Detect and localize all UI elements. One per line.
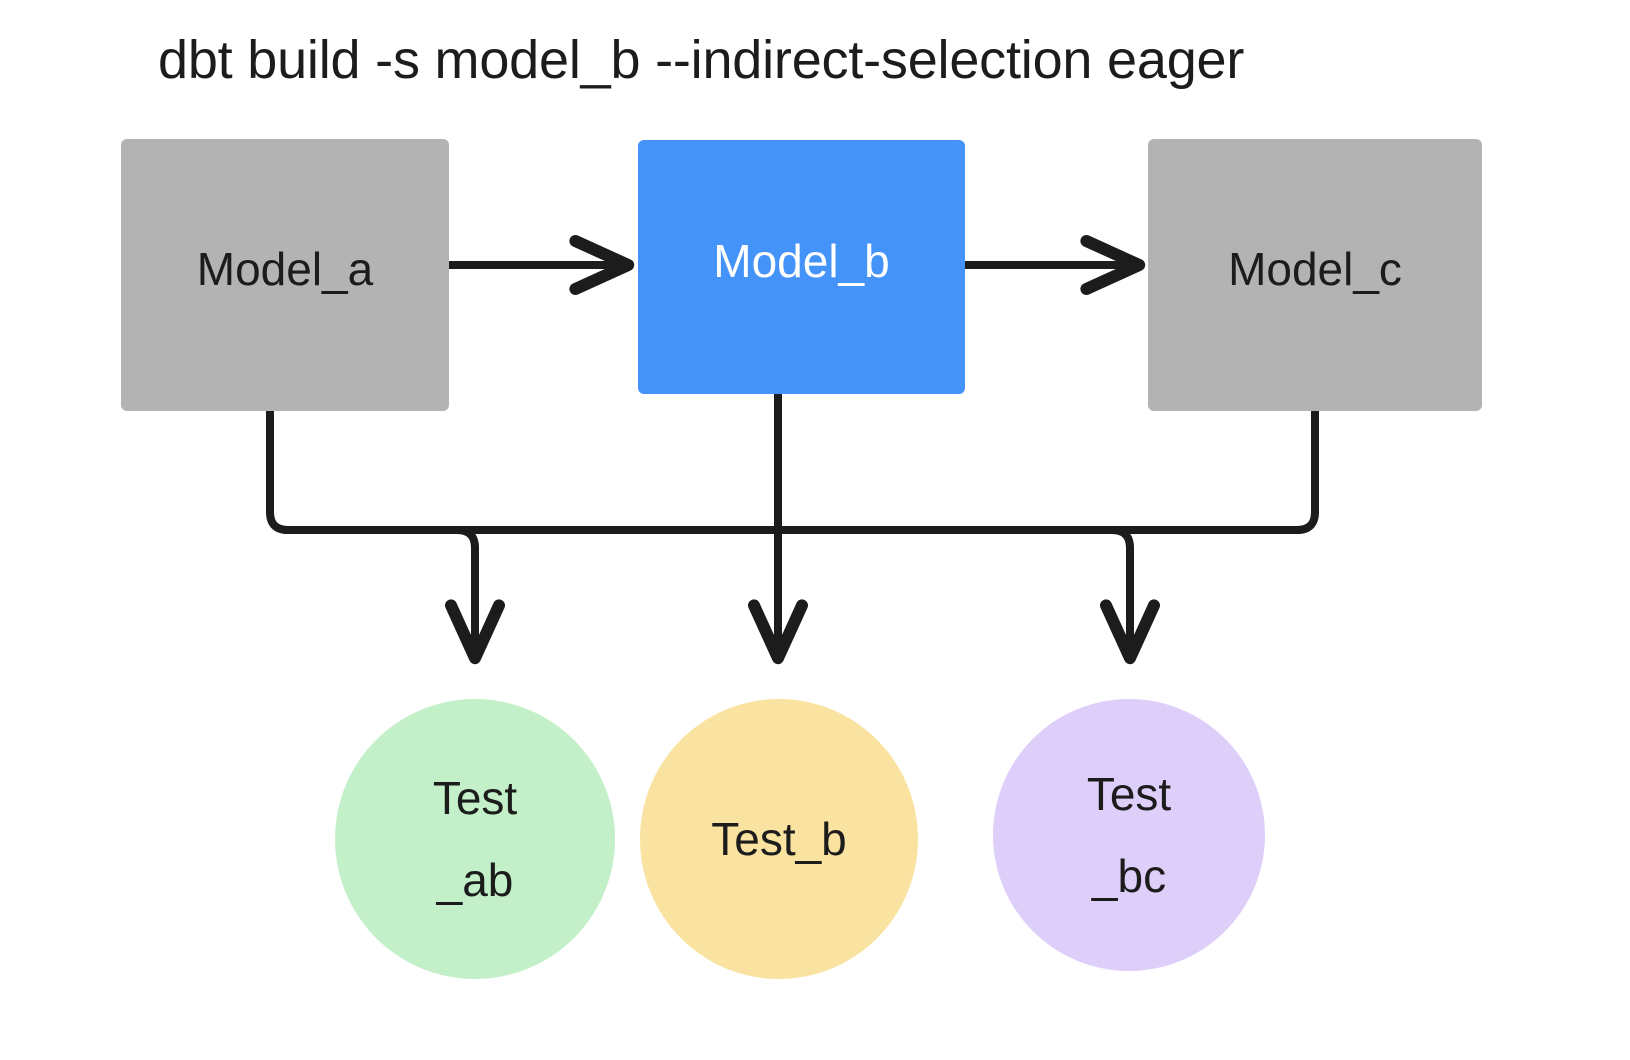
node-label: Model_b — [713, 235, 890, 287]
edge-branch-to-test-ab — [445, 526, 505, 665]
node-label-line2: _bc — [1091, 850, 1167, 902]
node-test-bc[interactable]: Test _bc — [993, 699, 1265, 971]
edge-bus-line — [266, 411, 1319, 534]
node-test-b[interactable]: Test_b — [640, 699, 918, 979]
node-model-b[interactable]: Model_b — [638, 140, 965, 394]
node-model-c[interactable]: Model_c — [1148, 139, 1482, 411]
edge-branch-to-test-bc — [1100, 526, 1160, 665]
node-label-line1: Test_b — [711, 813, 847, 865]
page-title: dbt build -s model_b --indirect-selectio… — [158, 30, 1245, 90]
node-label-line1: Test — [432, 772, 518, 824]
node-test-ab[interactable]: Test _ab — [335, 699, 615, 979]
node-label: Model_c — [1228, 243, 1402, 295]
node-label-line1: Test — [1086, 768, 1172, 820]
node-label: Model_a — [196, 243, 374, 295]
node-label-line2: _ab — [436, 854, 514, 906]
node-model-a[interactable]: Model_a — [121, 139, 449, 411]
